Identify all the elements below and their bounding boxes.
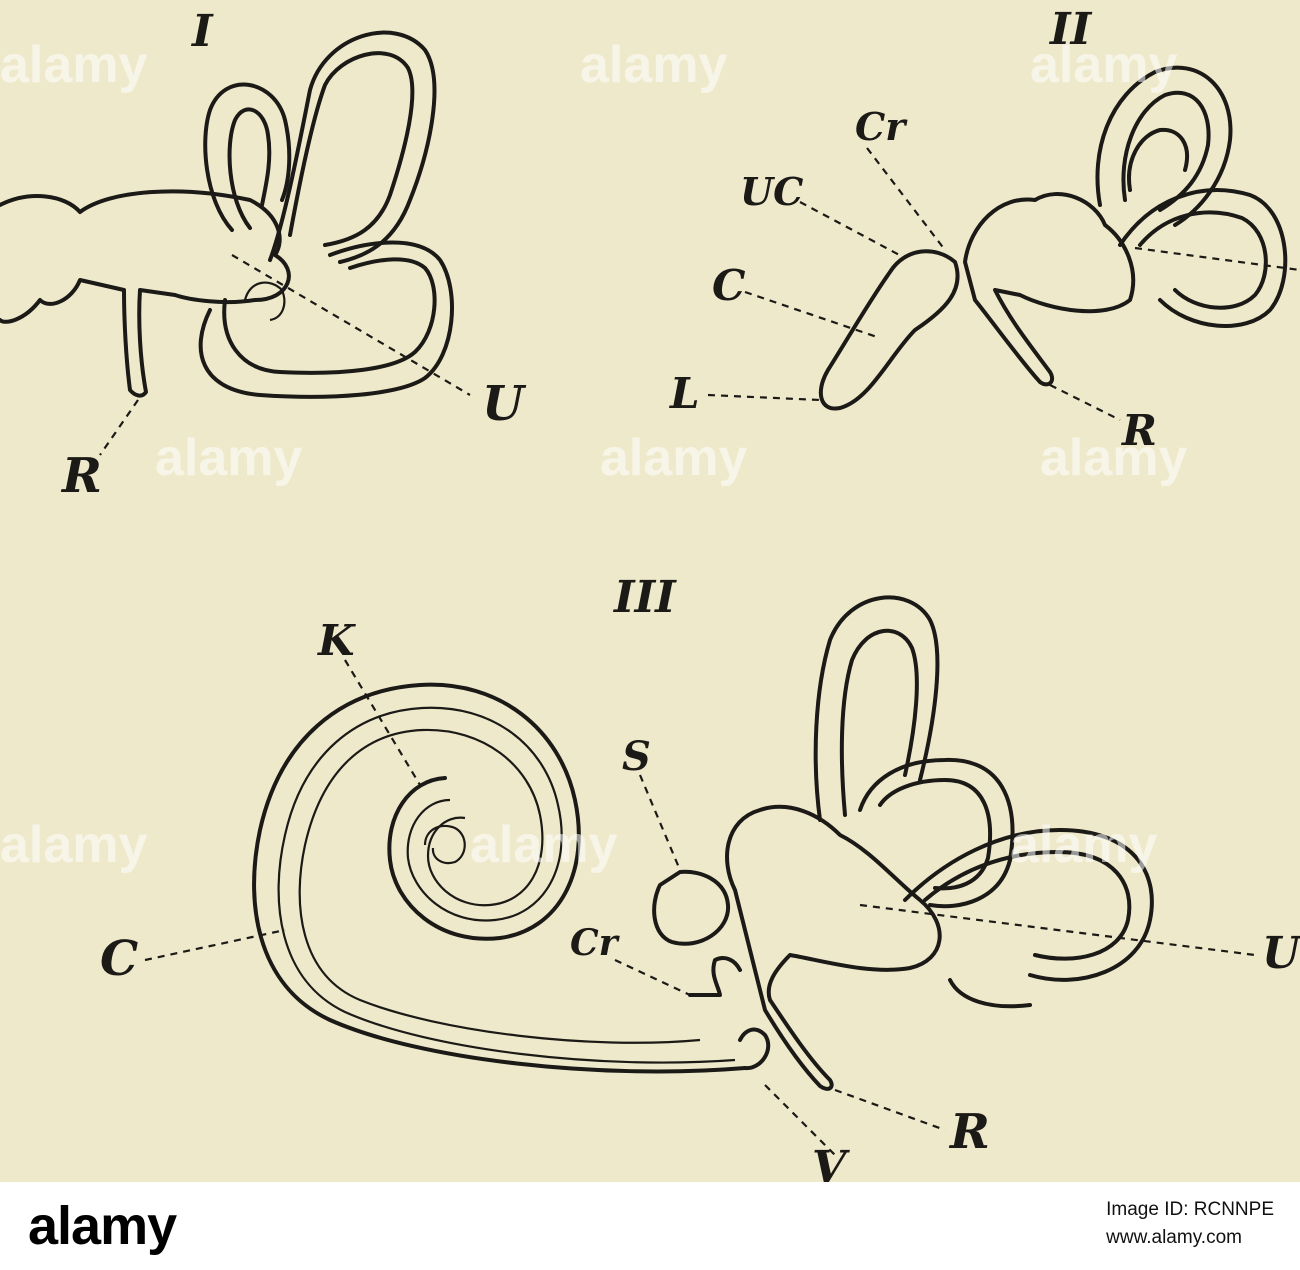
label-ii-l: L bbox=[669, 369, 700, 418]
panel-label-i: I bbox=[190, 6, 214, 57]
label-iii-cr: Cr bbox=[570, 922, 621, 964]
watermark: alamy bbox=[0, 816, 148, 874]
watermark-layer: alamy alamy alamy alamy alamy alamy alam… bbox=[0, 36, 1188, 874]
watermark: alamy bbox=[0, 36, 148, 94]
watermark: alamy bbox=[1040, 429, 1188, 487]
alamy-logo[interactable]: alamy bbox=[28, 1196, 177, 1256]
panel-labels: I II III R U Cr UC C L R K S C Cr U R V bbox=[60, 4, 1300, 1182]
panel-label-ii: II bbox=[1048, 4, 1093, 55]
label-iii-s: S bbox=[622, 733, 651, 780]
label-iii-r: R bbox=[948, 1104, 990, 1160]
panel-ii-drawing bbox=[707, 65, 1300, 421]
label-ii-uc: UC bbox=[740, 169, 803, 214]
watermark: alamy bbox=[600, 429, 748, 487]
inner-ear-diagram: I II III R U Cr UC C L R K S C Cr U R V … bbox=[0, 4, 1300, 1182]
label-ii-cr: Cr bbox=[855, 104, 908, 149]
panel-label-iii: III bbox=[612, 572, 677, 623]
label-ii-r: R bbox=[1121, 406, 1157, 455]
stock-footer: alamy Image ID: RCNNPE www.alamy.com bbox=[0, 1182, 1300, 1270]
label-iii-c: C bbox=[100, 931, 138, 987]
figure-plate: I II III R U Cr UC C L R K S C Cr U R V … bbox=[0, 0, 1300, 1182]
watermark: alamy bbox=[1010, 816, 1158, 874]
label-iii-v: V bbox=[812, 1142, 850, 1182]
panel-iii-drawing bbox=[144, 595, 1256, 1156]
label-i-r: R bbox=[60, 448, 102, 504]
footer-url[interactable]: www.alamy.com bbox=[1106, 1227, 1242, 1248]
watermark: alamy bbox=[155, 429, 303, 487]
label-i-u: U bbox=[482, 376, 527, 432]
label-ii-c: C bbox=[712, 261, 746, 310]
panel-i-drawing bbox=[0, 30, 471, 456]
watermark: alamy bbox=[580, 36, 728, 94]
footer-meta: Image ID: RCNNPE www.alamy.com bbox=[1106, 1196, 1274, 1252]
watermark: alamy bbox=[1030, 36, 1178, 94]
label-iii-u: U bbox=[1262, 928, 1300, 979]
label-iii-k: K bbox=[317, 616, 356, 665]
image-id-label: Image ID: RCNNPE bbox=[1106, 1199, 1274, 1220]
watermark: alamy bbox=[470, 816, 618, 874]
